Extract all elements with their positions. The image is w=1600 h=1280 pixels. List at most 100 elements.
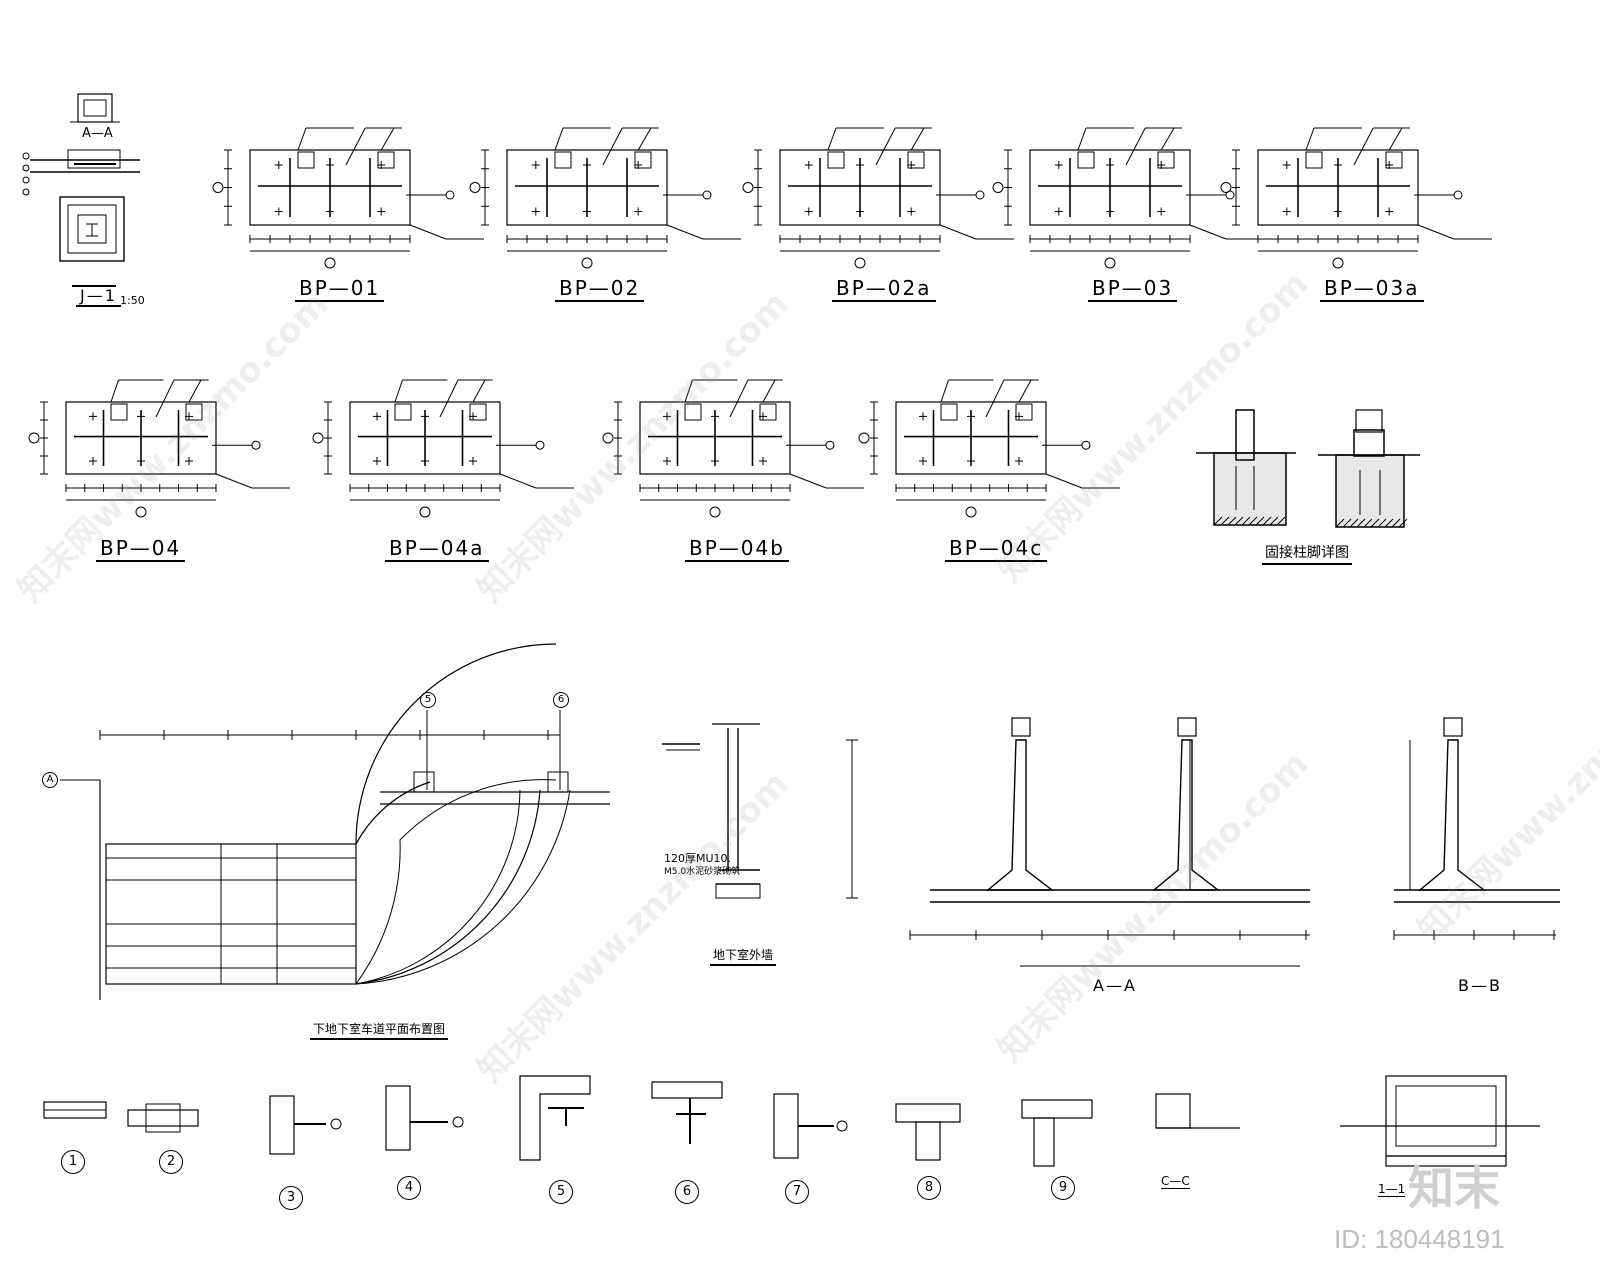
line-work: [330, 1118, 342, 1130]
image-id: ID: 180448191: [1334, 1224, 1505, 1254]
line-work: [409, 224, 447, 240]
line-work: [1385, 1155, 1507, 1167]
line-work: [965, 506, 977, 518]
line-work: [1220, 516, 1230, 526]
line-work: [419, 506, 431, 518]
line-work: [1021, 1099, 1093, 1119]
line-work: [506, 149, 668, 226]
line-work: [858, 432, 870, 444]
line-work: [394, 403, 412, 421]
line-work: [827, 151, 845, 169]
line-work: [602, 127, 623, 166]
section-bb-label: B—B: [1458, 976, 1502, 995]
line-work: [547, 771, 569, 793]
j1-section-label: A—A: [82, 126, 113, 141]
detail-11-label: 1—1: [1378, 1182, 1406, 1197]
line-work: [1356, 518, 1366, 528]
line-work: [1355, 409, 1383, 433]
line-work: [385, 1085, 411, 1151]
plate-label-bp04b: BP—04b: [685, 536, 789, 562]
line-work: [1045, 473, 1083, 489]
base-plate: [469, 127, 741, 269]
section-wall: [1418, 739, 1487, 891]
line-work: [940, 379, 949, 403]
line-work: [1262, 516, 1272, 526]
line-work: [249, 149, 411, 226]
line-work: [469, 403, 487, 421]
ramp-sections: [909, 717, 1560, 967]
line-work: [324, 257, 336, 269]
line-work: [394, 379, 403, 403]
j1-foundation-detail: [22, 93, 140, 287]
line-work: [779, 149, 941, 226]
line-work: [742, 182, 754, 193]
line-work: [22, 164, 30, 172]
line-work: [77, 214, 107, 244]
line-work: [1335, 454, 1405, 528]
line-work: [651, 1081, 723, 1099]
base-plate: [28, 379, 290, 518]
line-work: [1213, 516, 1223, 526]
line-work: [1305, 127, 1315, 151]
line-work: [715, 883, 761, 899]
line-work: [1269, 516, 1279, 526]
line-work: [729, 379, 749, 418]
line-work: [1177, 717, 1197, 737]
line-work: [1453, 190, 1463, 200]
line-work: [1388, 127, 1403, 151]
line-work: [1018, 379, 1032, 403]
line-work: [1227, 516, 1237, 526]
line-work: [1160, 127, 1175, 151]
line-work: [297, 151, 315, 169]
line-work: [22, 188, 30, 196]
line-work: [377, 151, 395, 169]
line-work: [1395, 1085, 1497, 1147]
detail-bubble-6: 6: [675, 1180, 699, 1204]
plate-label-bp04: BP—04: [96, 536, 186, 562]
plate-label-bp02a: BP—02a: [832, 276, 936, 302]
line-work: [1029, 149, 1191, 226]
grid-bubble-a: A: [42, 772, 58, 788]
plate-label-bp02: BP—02: [555, 276, 645, 302]
ramp-arc: [355, 789, 541, 985]
line-work: [135, 506, 147, 518]
line-work: [940, 403, 958, 421]
line-work: [939, 224, 977, 240]
line-work: [1257, 149, 1419, 226]
line-work: [554, 127, 564, 151]
line-work: [212, 182, 224, 193]
line-work: [105, 843, 357, 985]
line-work: [985, 379, 1005, 418]
line-work: [975, 190, 985, 200]
ramp-arc: [355, 789, 521, 985]
small-details: [43, 1075, 1540, 1167]
line-work: [67, 204, 117, 254]
detail-bubble-5: 5: [549, 1180, 573, 1204]
line-work: [1081, 440, 1091, 450]
line-work: [854, 257, 866, 269]
line-work: [1335, 518, 1345, 528]
detail-bubble-1: 1: [61, 1150, 85, 1174]
line-work: [684, 403, 702, 421]
ramp-arc: [355, 789, 571, 985]
line-work: [1104, 257, 1116, 269]
line-work: [702, 190, 712, 200]
plate-label-bp01: BP—01: [295, 276, 385, 302]
section-wall: [1152, 739, 1221, 891]
line-work: [907, 151, 925, 169]
base-plate: [992, 127, 1264, 269]
line-work: [1342, 518, 1352, 528]
ramp-plan-title: 下地下室车道平面布置图: [310, 1020, 449, 1040]
line-work: [1220, 182, 1232, 193]
line-work: [1235, 409, 1255, 461]
line-work: [825, 440, 835, 450]
detail-bubble-2: 2: [159, 1150, 183, 1174]
line-work: [445, 190, 455, 200]
ramp-arc: [355, 779, 557, 985]
line-work: [215, 473, 253, 489]
line-work: [297, 127, 307, 151]
line-work: [789, 473, 827, 489]
ramp-arc: [355, 781, 431, 845]
line-work: [349, 401, 501, 475]
